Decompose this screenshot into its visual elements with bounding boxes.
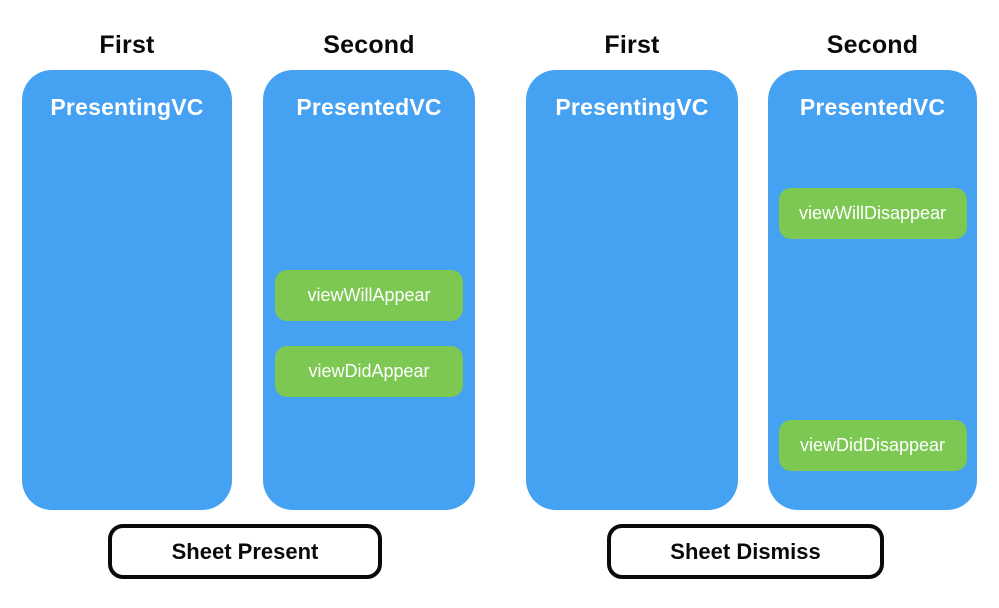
lifecycle-event-pill: viewWillAppear bbox=[275, 270, 463, 321]
presenting-vc-box: PresentingVC bbox=[22, 70, 232, 510]
column-order-title: First bbox=[604, 31, 660, 59]
sheet-dismiss-button: Sheet Dismiss bbox=[607, 524, 884, 579]
column-order-title: Second bbox=[826, 31, 919, 59]
sheet-present-button: Sheet Present bbox=[108, 524, 382, 579]
column-order-title: First bbox=[99, 31, 155, 59]
column-present-first: First PresentingVC bbox=[22, 30, 232, 510]
lifecycle-event-pill: viewWillDisappear bbox=[778, 188, 967, 239]
presenting-vc-box: PresentingVC bbox=[526, 70, 738, 510]
vc-name-label: PresentingVC bbox=[50, 94, 204, 120]
presented-vc-box: PresentedVC viewWillDisappear viewDidDis… bbox=[768, 70, 977, 510]
column-dismiss-first: First PresentingVC bbox=[526, 30, 738, 510]
lifecycle-event-pill: viewDidAppear bbox=[275, 346, 463, 397]
column-present-second: Second PresentedVC viewWillAppear viewDi… bbox=[263, 30, 475, 510]
vc-name-label: PresentingVC bbox=[555, 94, 709, 120]
lifecycle-event-pill: viewDidDisappear bbox=[778, 420, 967, 471]
presented-vc-box: PresentedVC viewWillAppear viewDidAppear bbox=[263, 70, 475, 510]
column-dismiss-second: Second PresentedVC viewWillDisappear vie… bbox=[768, 30, 977, 510]
column-order-title: Second bbox=[323, 31, 415, 59]
vc-name-label: PresentedVC bbox=[296, 94, 442, 120]
vc-name-label: PresentedVC bbox=[799, 94, 946, 120]
